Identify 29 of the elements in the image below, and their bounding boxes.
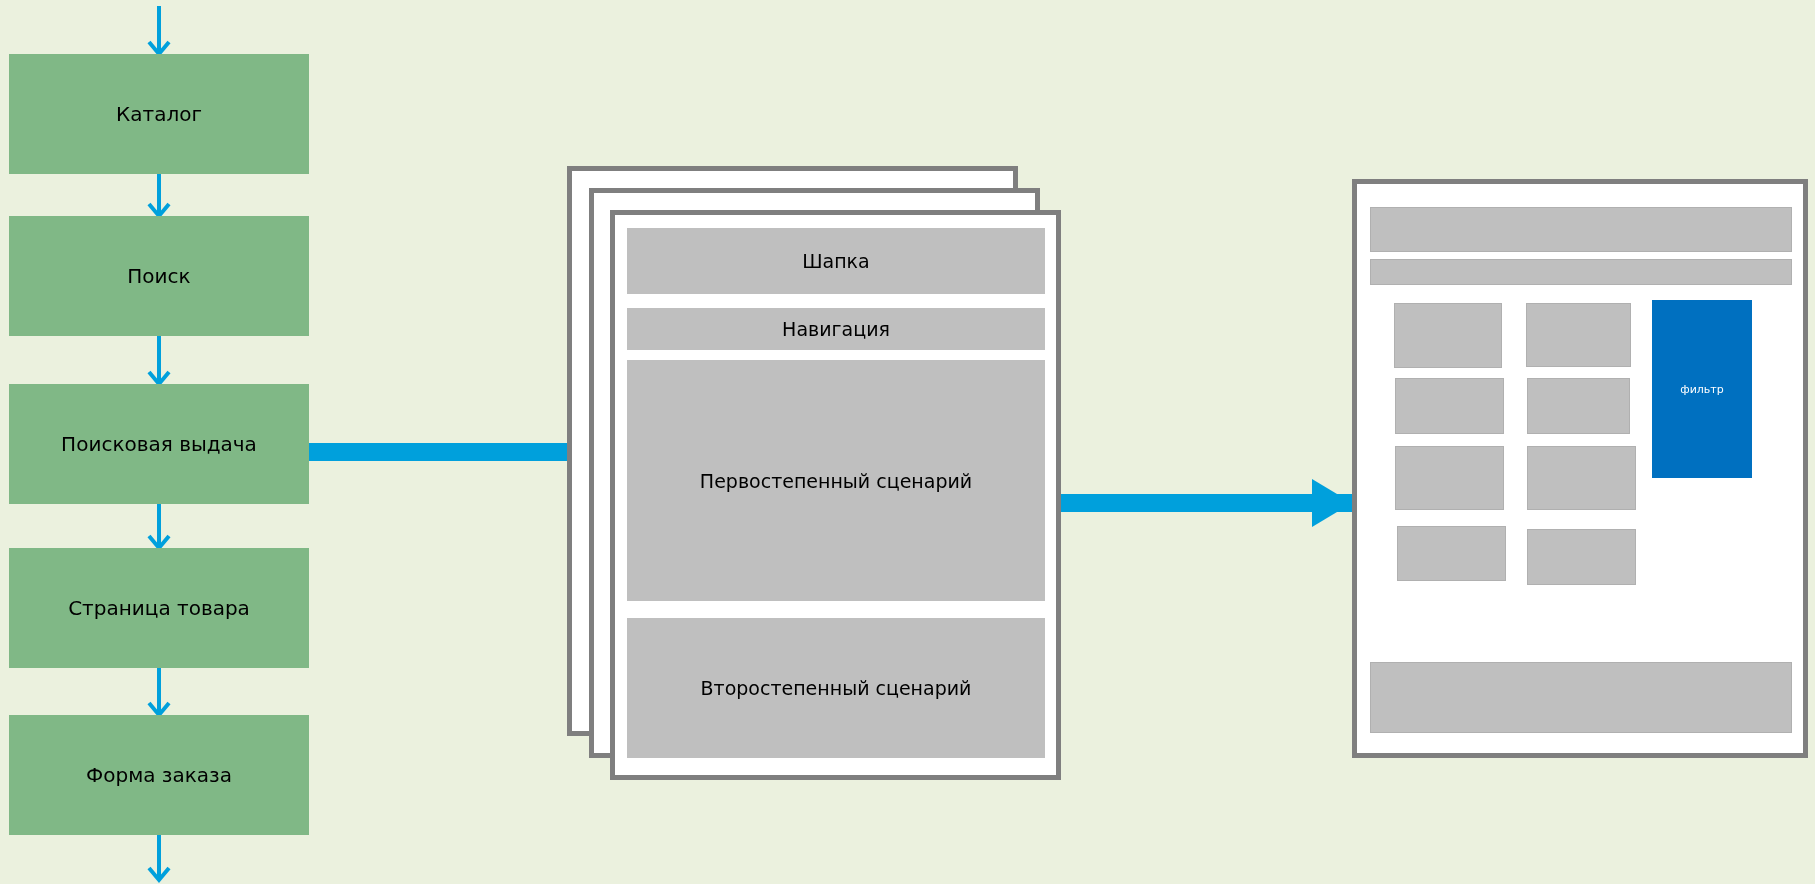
content-block — [1370, 259, 1792, 285]
arrow — [147, 336, 171, 386]
content-block — [1370, 662, 1792, 733]
content-block — [1370, 207, 1792, 252]
process-box: Поиск — [9, 216, 309, 336]
page-section: Второстепенный сценарий — [627, 618, 1045, 758]
filter-panel: фильтр — [1652, 300, 1752, 478]
process-box: Страница товара — [9, 548, 309, 668]
content-block — [1394, 303, 1502, 368]
content-block — [1397, 526, 1506, 581]
page-section: Первостепенный сценарий — [627, 360, 1045, 601]
page-section: Шапка — [627, 228, 1045, 294]
arrow — [147, 835, 171, 882]
arrow — [147, 504, 171, 550]
content-block — [1527, 446, 1636, 510]
arrow — [147, 174, 171, 218]
block-arrow — [1061, 479, 1352, 527]
content-block — [1527, 529, 1636, 585]
process-box: Форма заказа — [9, 715, 309, 835]
content-block — [1526, 303, 1631, 367]
arrow — [147, 6, 171, 56]
page-frame — [1352, 179, 1808, 758]
arrow — [147, 668, 171, 717]
content-block — [1395, 446, 1504, 510]
process-box: Поисковая выдача — [9, 384, 309, 504]
page-section: Навигация — [627, 308, 1045, 350]
process-box: Каталог — [9, 54, 309, 174]
content-block — [1395, 378, 1504, 434]
content-block — [1527, 378, 1630, 434]
